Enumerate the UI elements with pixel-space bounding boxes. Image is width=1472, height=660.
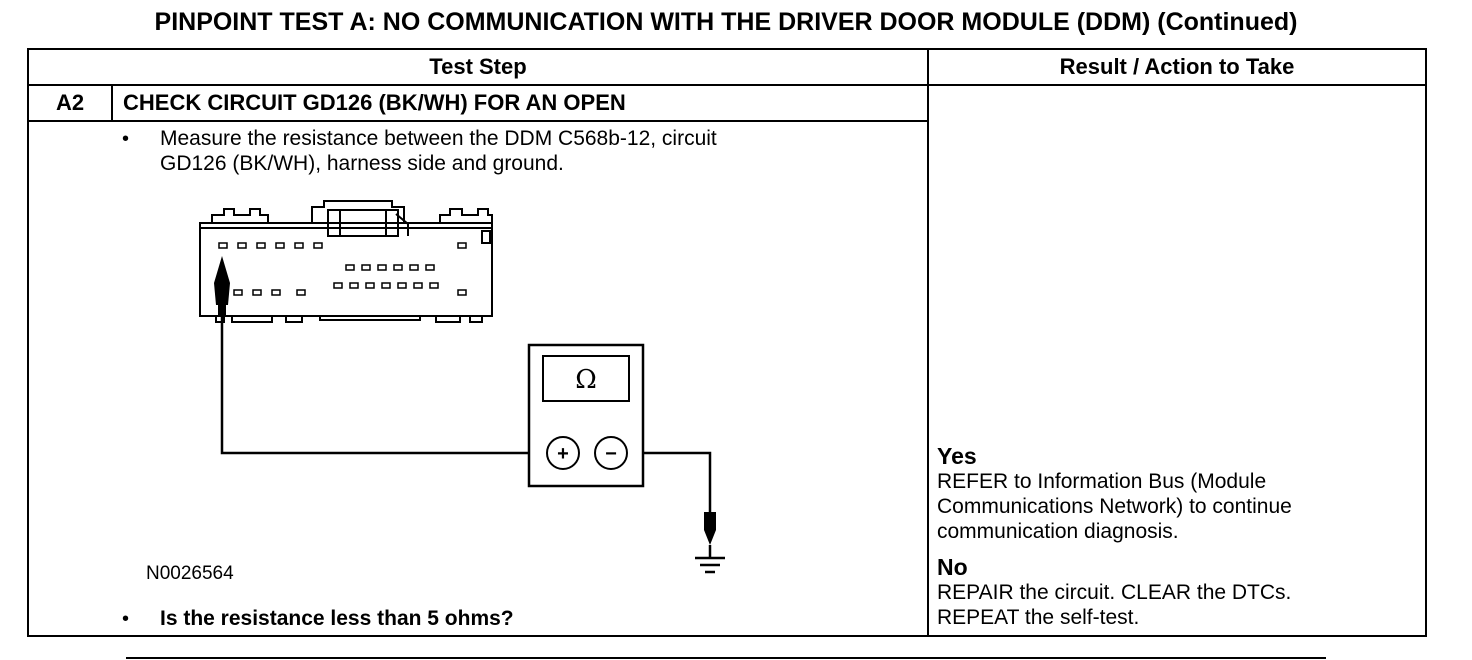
header-test-step: Test Step bbox=[429, 54, 527, 79]
test-lead-wire bbox=[220, 315, 712, 512]
yes-line-2: Communications Network) to continue bbox=[937, 495, 1292, 518]
no-line-1: REPAIR the circuit. CLEAR the DTCs. bbox=[937, 581, 1292, 604]
no-label: No bbox=[937, 554, 968, 580]
step-question: Is the resistance less than 5 ohms? bbox=[160, 607, 514, 630]
connector-icon bbox=[199, 200, 493, 323]
instruction-line-2: GD126 (BK/WH), harness side and ground. bbox=[160, 152, 564, 175]
bullet-icon: • bbox=[122, 128, 130, 150]
test-table bbox=[27, 48, 1427, 637]
yes-line-3: communication diagnosis. bbox=[937, 520, 1179, 543]
ohm-symbol: Ω bbox=[575, 365, 597, 395]
footer-rule bbox=[126, 657, 1326, 659]
minus-terminal: − bbox=[605, 443, 617, 465]
yes-line-1: REFER to Information Bus (Module bbox=[937, 470, 1267, 493]
page-title: PINPOINT TEST A: NO COMMUNICATION WITH T… bbox=[154, 8, 1298, 36]
step-title-divider bbox=[27, 120, 929, 122]
no-line-2: REPEAT the self-test. bbox=[937, 606, 1140, 629]
bullet-icon: • bbox=[122, 608, 130, 630]
probe-icon bbox=[214, 256, 230, 315]
step-title: CHECK CIRCUIT GD126 (BK/WH) FOR AN OPEN bbox=[123, 90, 626, 115]
step-number-divider bbox=[111, 84, 113, 122]
yes-label: Yes bbox=[937, 443, 977, 469]
plus-terminal: + bbox=[557, 443, 569, 465]
instruction-line-1: Measure the resistance between the DDM C… bbox=[160, 127, 717, 150]
step-number: A2 bbox=[55, 90, 85, 115]
ohmmeter-icon bbox=[527, 343, 645, 488]
header-result: Result / Action to Take bbox=[1059, 54, 1295, 79]
ground-icon bbox=[695, 512, 725, 574]
header-divider bbox=[27, 84, 1427, 86]
figure-number: N0026564 bbox=[146, 563, 234, 584]
column-divider bbox=[927, 48, 929, 637]
